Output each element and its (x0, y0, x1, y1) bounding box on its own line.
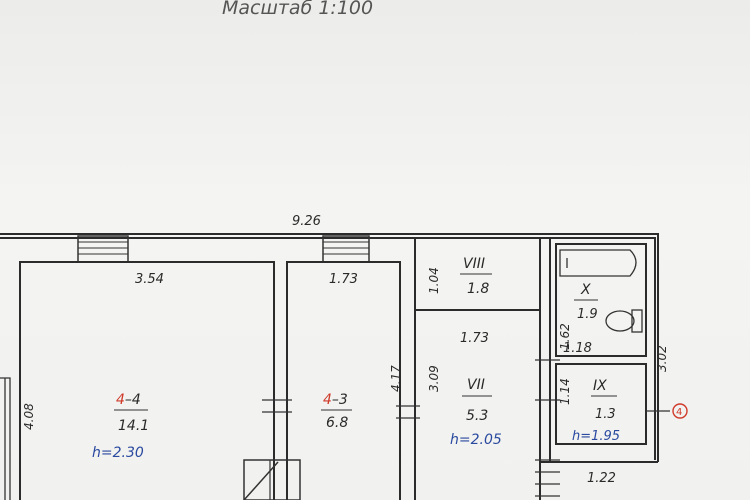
axis-marker-label: 4 (676, 407, 682, 418)
dim-room2-width: 1.73 (329, 272, 358, 287)
bathtub-icon (559, 249, 637, 277)
dim-room2-height: 4.17 (389, 365, 403, 392)
svg-text:4–3: 4–3 (323, 392, 348, 408)
room-4-3-area: 6.8 (326, 415, 348, 431)
room-IX-height: h=1.95 (572, 429, 620, 444)
room-4-4-height: h=2.30 (92, 445, 144, 461)
room-VIII-area: 1.8 (467, 281, 489, 297)
room-VIII-label: VIII 1.8 (460, 256, 492, 297)
room-4-4-area: 14.1 (118, 418, 149, 434)
room-IX-label: IX 1.3 h=1.95 (572, 378, 620, 444)
dim-bath-height: 1.62 (558, 323, 572, 350)
dim-bath-width: 1.18 (563, 341, 592, 356)
window-symbol-2 (322, 235, 370, 263)
dim-room1-height: 4.08 (22, 403, 36, 430)
washbasin-icon (605, 310, 635, 332)
scale-title: Масштаб 1:100 (222, 0, 373, 19)
dim-wc-height: 1.14 (558, 378, 572, 405)
outer-wall-top (0, 237, 656, 460)
room-X-label: X 1.9 (574, 282, 598, 322)
room-X-area: 1.9 (577, 307, 598, 322)
dim-right-height: 3.02 (655, 345, 669, 372)
svg-text:IX: IX (593, 378, 607, 394)
dim-room1-width: 3.54 (135, 272, 164, 287)
room-VII-label: VII 5.3 h=2.05 (450, 377, 502, 448)
door-symbol (243, 459, 301, 500)
room-VII-height: h=2.05 (450, 432, 502, 448)
room-4-3-label: 4–3 6.8 (321, 392, 352, 431)
axis-marker-circle (672, 403, 688, 419)
bathroom-walls (555, 243, 647, 357)
dim-wc-width: 1.22 (587, 471, 616, 486)
dim-corridor-width: 1.73 (460, 331, 489, 346)
room-VII-area: 5.3 (466, 408, 488, 424)
room-4-3-walls (286, 261, 401, 500)
svg-text:X: X (580, 282, 591, 298)
svg-text:4–4: 4–4 (116, 392, 141, 408)
room-4-4-label: 4–4 14.1 h=2.30 (92, 392, 149, 461)
room-IX-area: 1.3 (595, 407, 616, 422)
dim-corridor-height: 3.09 (427, 365, 441, 392)
outer-wall-top-2 (0, 233, 659, 462)
left-window (0, 377, 11, 500)
room-4-4-walls (19, 261, 275, 500)
window-symbol-1 (77, 235, 129, 263)
wc-walls (555, 363, 647, 445)
dim-total-width: 9.26 (292, 214, 321, 229)
svg-text:VIII: VIII (463, 256, 485, 272)
dim-pantry-height: 1.04 (427, 267, 441, 294)
svg-text:VII: VII (467, 377, 485, 393)
